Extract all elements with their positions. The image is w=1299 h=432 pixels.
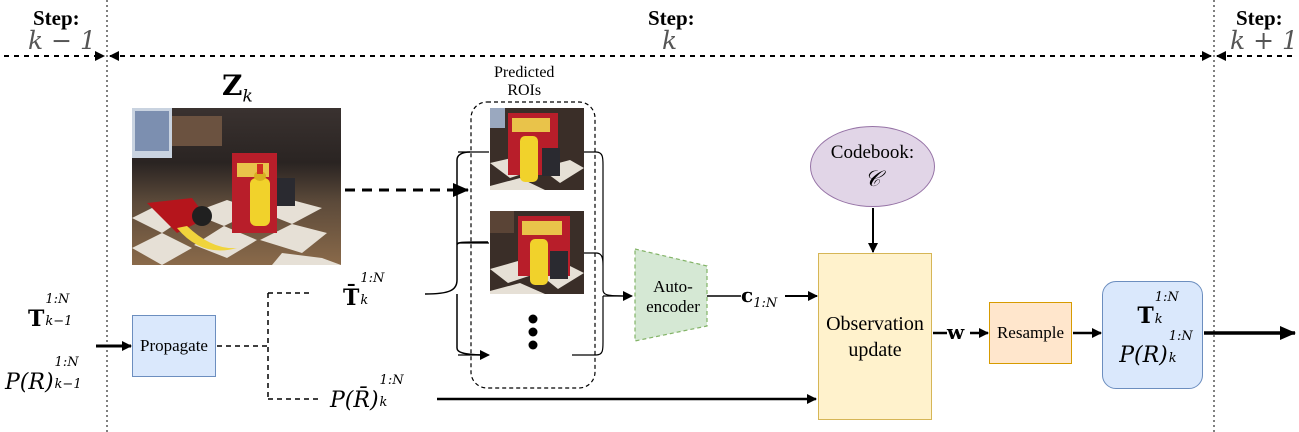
propagated-rotation-sup: 1:N (379, 373, 404, 388)
input-rotation-label: P(R)1:N k−1 (5, 356, 82, 395)
code-subscript: 1:N (753, 296, 778, 311)
propagated-rotation-sub: k (379, 395, 388, 410)
codebook-title: Codebook: (830, 141, 915, 163)
roi-crop-2 (490, 211, 584, 294)
roi-crop-2-art (490, 211, 584, 294)
z-symbol: Z (222, 69, 243, 102)
posterior-pose-sup: 1:N (1154, 289, 1179, 305)
step-label-current: Step: (648, 6, 695, 30)
posterior-rotation-sup: 1:N (1168, 328, 1193, 344)
scene-photo-art (132, 108, 341, 265)
propagated-pose-symbol: T̄ (343, 285, 360, 311)
predicted-rois-label: Predicted ROIs (494, 64, 555, 100)
observation-update-block: Observation update (818, 253, 932, 420)
input-pose-sup: 1:N (45, 292, 70, 307)
step-index-current: k (662, 26, 678, 55)
propagate-label: Propagate (140, 336, 208, 355)
input-pose-symbol: T (28, 306, 45, 332)
roi-ellipsis-dots (528, 314, 538, 350)
roi-crop-1 (490, 108, 584, 190)
tbar-branch-lines (424, 151, 489, 356)
scene-photo (132, 108, 341, 265)
input-rotation-sup: 1:N (54, 355, 79, 370)
step-index-next: k + 1 (1230, 26, 1298, 55)
input-pose-sub: k−1 (45, 314, 73, 329)
input-rotation-symbol: P(R) (5, 370, 54, 395)
codebook-symbol: 𝒞 (864, 165, 881, 191)
propagate-block: Propagate (132, 315, 216, 377)
autoencoder-label: Auto- encoder (646, 277, 700, 317)
posterior-rotation-sub: k (1168, 350, 1177, 366)
codebook-node: Codebook: 𝒞 (810, 126, 935, 207)
step-label-next: Step: (1236, 6, 1283, 30)
z-subscript: k (242, 86, 253, 107)
resample-block: Resample (989, 302, 1072, 364)
step-label-prev: Step: (33, 6, 80, 30)
roi-container (470, 101, 596, 389)
propagated-rotation-symbol: P(R̄) (330, 388, 379, 413)
code-symbol: c (741, 283, 754, 307)
roi-crop-1-art (490, 108, 584, 190)
tbar-branch-arrows (458, 151, 489, 355)
propagate-split-line (217, 292, 318, 400)
observation-update-label: Observation update (826, 312, 924, 361)
posterior-rotation-label: P(R)1:N k (1119, 329, 1193, 368)
weights-label: w (947, 320, 965, 344)
resample-label: Resample (996, 323, 1065, 342)
code-label: c1:N (741, 285, 777, 310)
autoencoder-block (634, 248, 708, 342)
propagated-pose-label: T̄1:N k (343, 272, 384, 311)
posterior-pose-symbol: T (1137, 302, 1154, 329)
step-index-prev: k − 1 (28, 26, 96, 55)
propagated-rotation-label: P(R̄)1:N k (330, 374, 404, 413)
posterior-rotation-symbol: P(R) (1119, 342, 1168, 368)
propagated-pose-sub: k (360, 293, 369, 308)
input-rotation-sub: k−1 (54, 377, 82, 392)
observation-image-label: Zk (222, 72, 253, 106)
propagated-pose-sup: 1:N (360, 271, 385, 286)
posterior-pose-sub: k (1154, 311, 1163, 327)
